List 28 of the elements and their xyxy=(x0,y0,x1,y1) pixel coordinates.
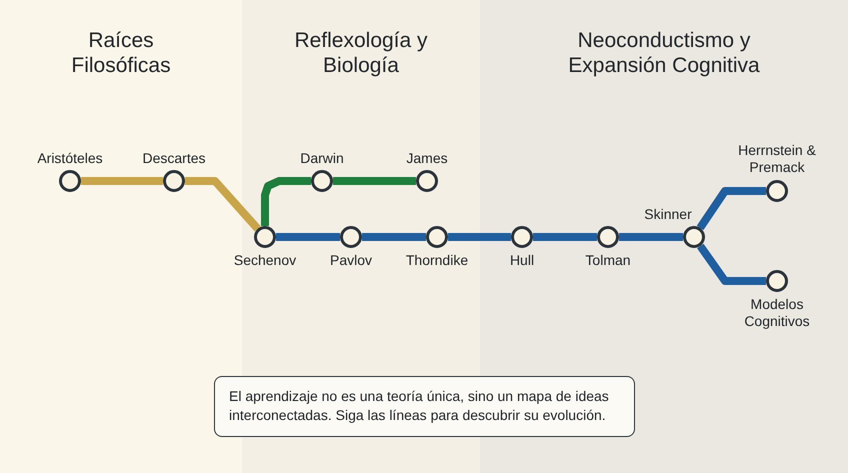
metro-line xyxy=(619,233,683,241)
note-box xyxy=(214,376,635,437)
column-heading: Neoconductismo y Expansión Cognitiva xyxy=(567,28,761,78)
station-label: Aristóteles xyxy=(36,150,104,167)
metro-line xyxy=(362,233,426,241)
station-label: Thorndike xyxy=(404,252,470,269)
station-label: Modelos Cognitivos xyxy=(743,296,811,330)
station-label: Hull xyxy=(508,252,536,269)
station-label: James xyxy=(405,150,449,167)
column-heading: Reflexología y Biología xyxy=(293,28,429,78)
metro-line xyxy=(533,233,597,241)
note-text: El aprendizaje no es una teoría única, sino un mapa de ideas interconectadas. Siga las líneas para descubrir su evolución. xyxy=(229,387,610,425)
station-label: Pavlov xyxy=(328,252,374,269)
station-label: Sechenov xyxy=(232,252,298,269)
metro-line xyxy=(276,233,340,241)
metro-line xyxy=(697,244,766,285)
station-label: Tolman xyxy=(584,252,632,269)
column-heading: Raíces Filosóficas xyxy=(70,28,172,78)
station-label: Descartes xyxy=(141,150,207,167)
station-label: Herrnstein & Premack xyxy=(737,142,817,176)
metro-line xyxy=(261,177,311,226)
metro-line xyxy=(185,177,261,232)
metro-line xyxy=(448,233,511,241)
metro-line xyxy=(81,177,163,185)
metro-line xyxy=(333,177,416,185)
station-label: Darwin xyxy=(299,150,345,167)
station-label: Skinner xyxy=(643,206,693,223)
metro-line xyxy=(696,187,766,230)
